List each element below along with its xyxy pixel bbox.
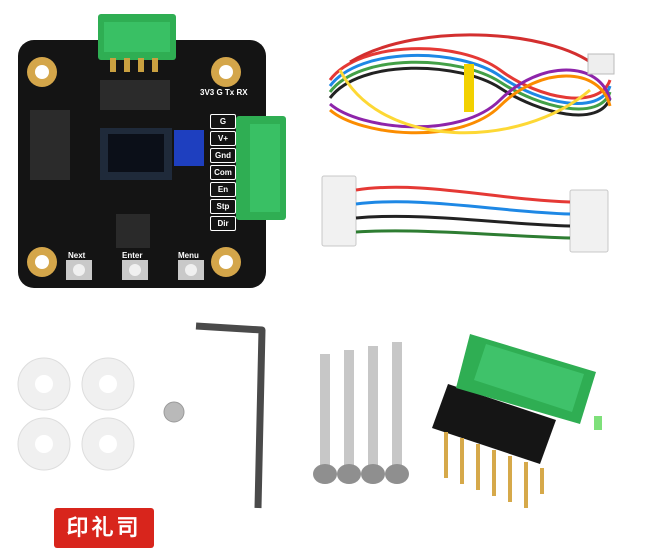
pin-label-com: Com	[210, 165, 236, 180]
driver-chip	[116, 214, 150, 248]
short-cable	[321, 175, 609, 253]
washer	[17, 357, 135, 471]
pin-label-en: En	[210, 182, 236, 197]
screw	[313, 342, 409, 484]
pin-label-g: G	[210, 114, 236, 129]
hex-key	[195, 322, 266, 509]
button-label-menu: Menu	[178, 251, 199, 260]
header-top-label: 3V3 G Tx RX	[200, 88, 248, 97]
cable-bundle	[328, 33, 615, 135]
pin-label-stp: Stp	[210, 199, 236, 214]
magnet	[163, 401, 185, 423]
pin-label-vplus: V+	[210, 131, 236, 146]
seal-stamp: 印礼司	[54, 508, 154, 548]
pin-label-dir: Dir	[210, 216, 236, 231]
mounting-hole	[27, 57, 241, 277]
push-button	[66, 260, 204, 280]
cable-tie	[464, 64, 474, 112]
adapter-board	[432, 334, 602, 508]
button-label-next: Next	[68, 251, 86, 260]
driver-board	[18, 14, 286, 288]
pin-label-gnd: Gnd	[210, 148, 236, 163]
potentiometer	[174, 130, 204, 166]
button-label-enter: Enter	[122, 251, 143, 260]
